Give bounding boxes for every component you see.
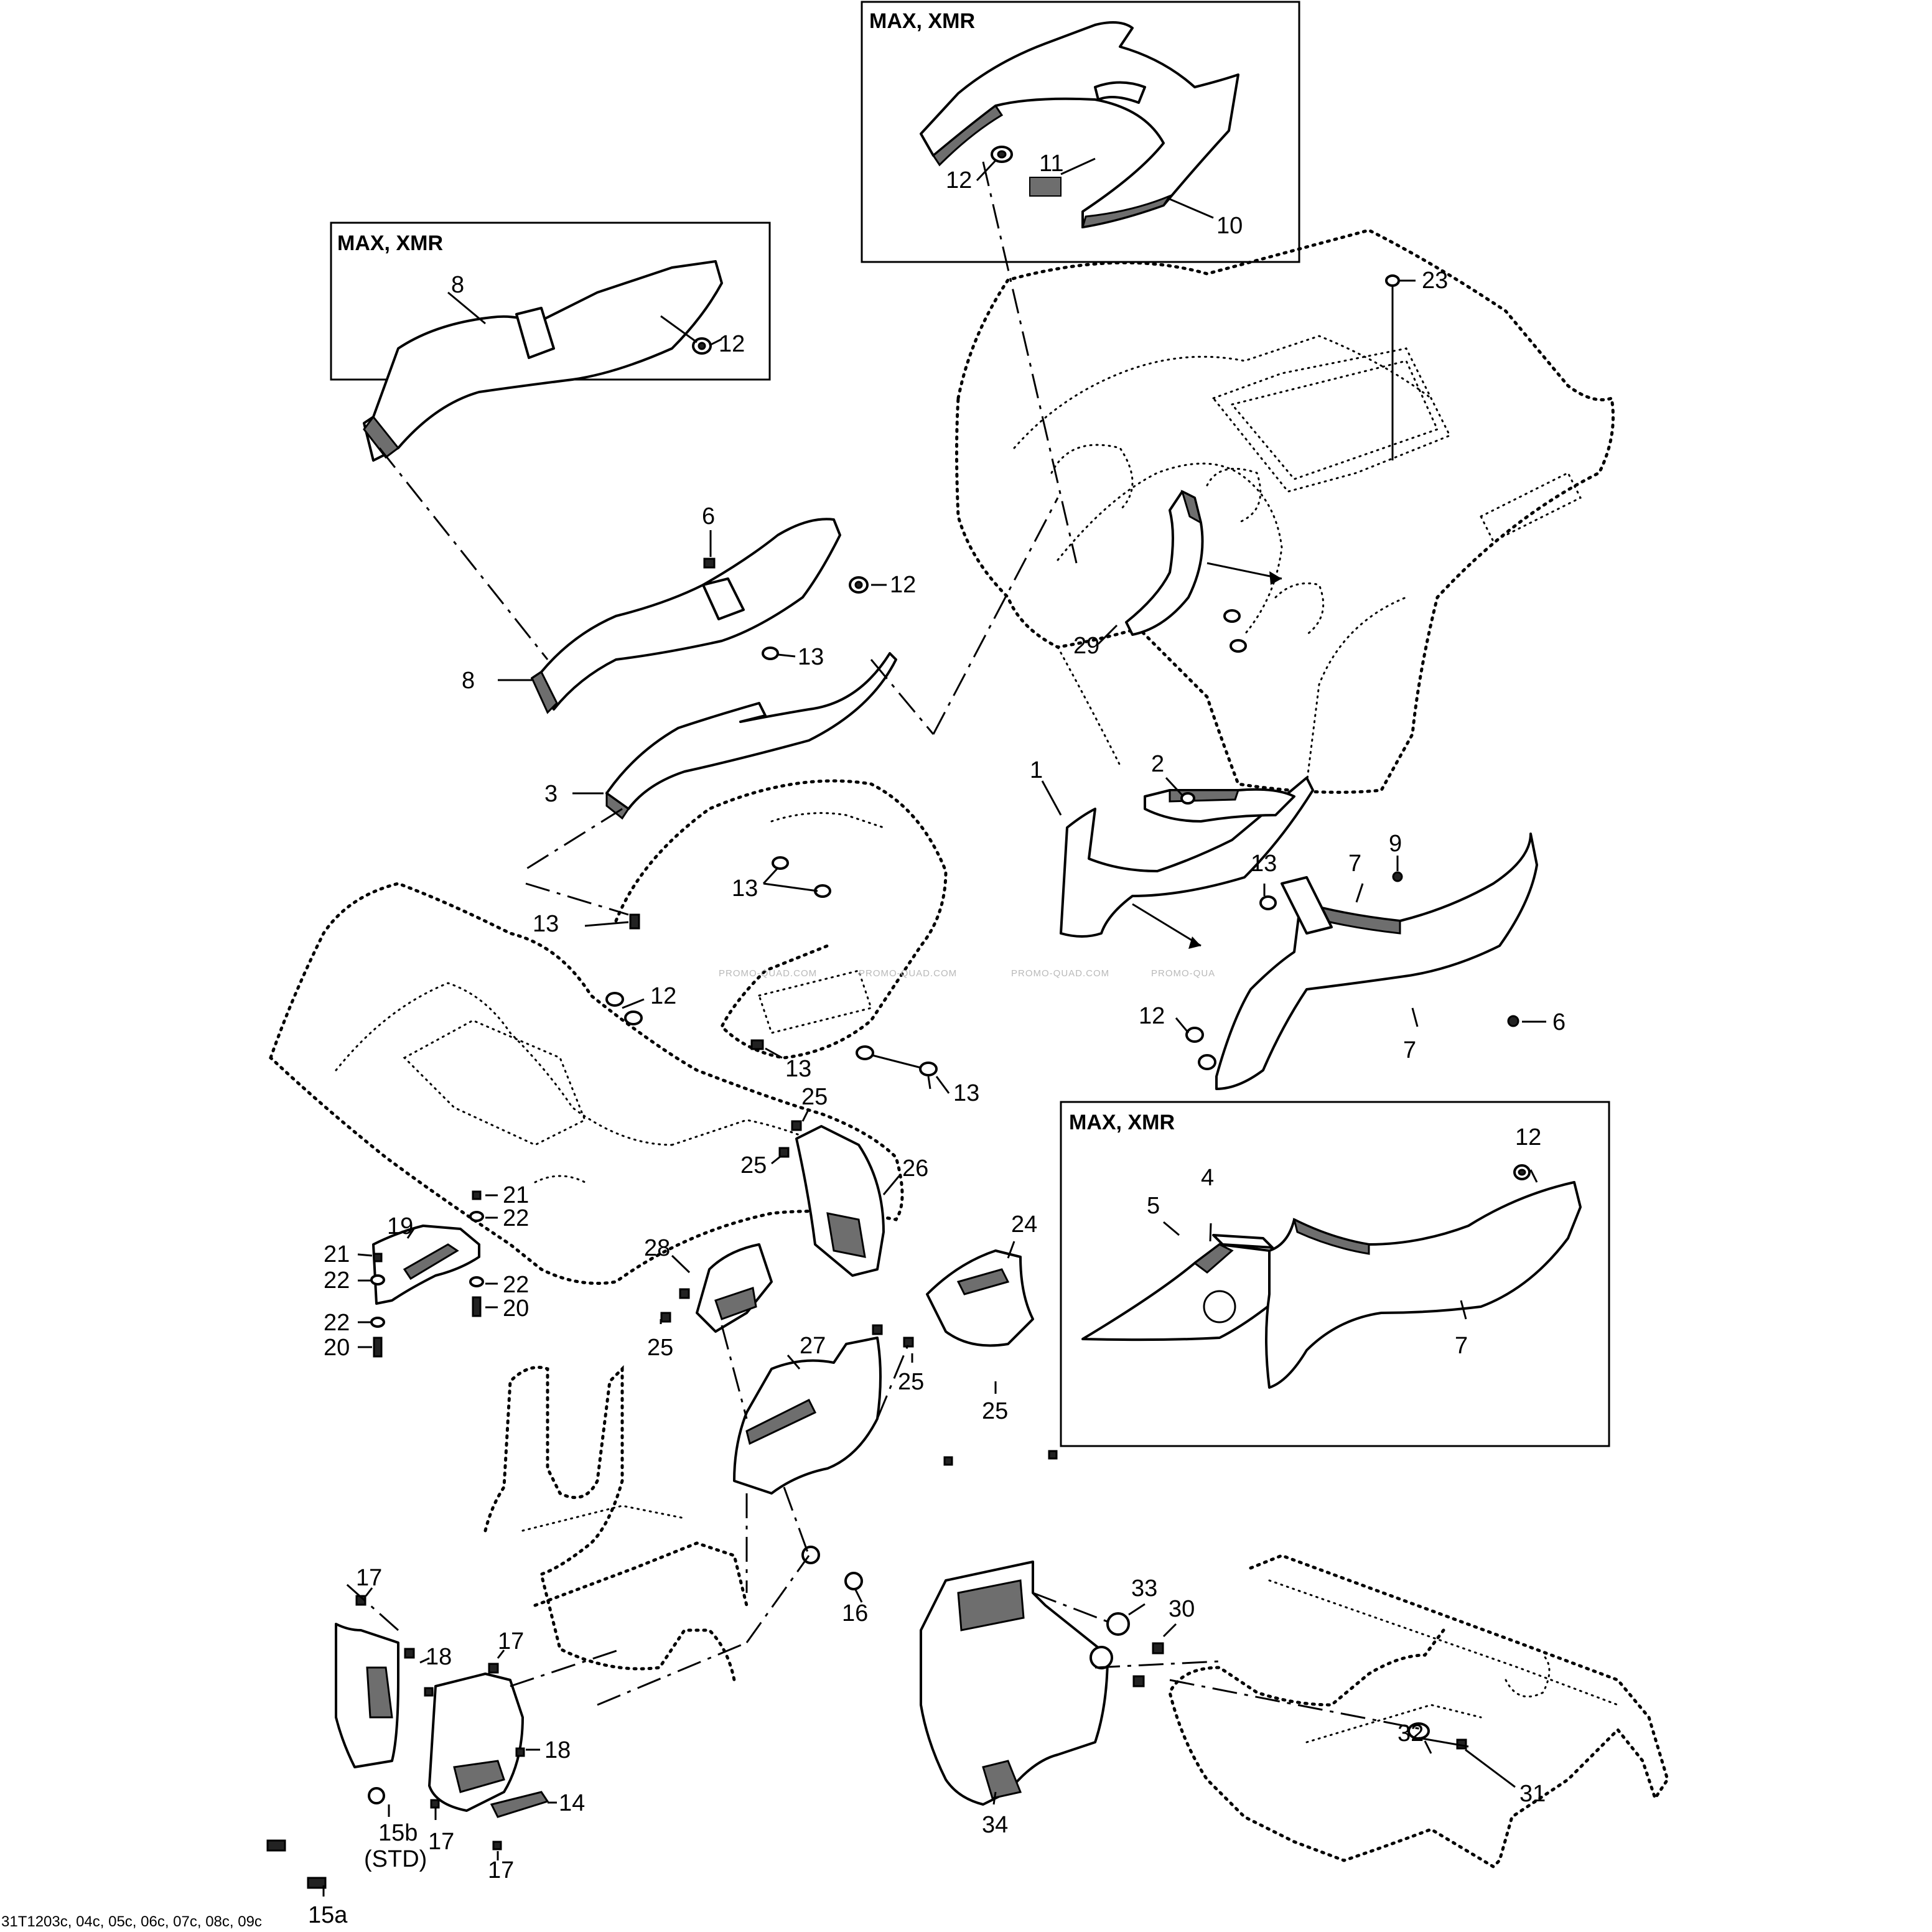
callout-28: 28: [644, 1235, 670, 1261]
callout-25d: 25: [898, 1369, 924, 1395]
inset-top-title: MAX, XMR: [869, 9, 975, 33]
callout-12e: 12: [890, 572, 916, 598]
callout-22c: 22: [324, 1267, 350, 1294]
callout-2: 2: [1151, 751, 1164, 777]
callout-4: 4: [1201, 1165, 1214, 1191]
callout-23: 23: [1422, 268, 1448, 294]
callout-29: 29: [1073, 633, 1099, 659]
callout-12d: 12: [650, 983, 676, 1009]
callout-34: 34: [982, 1812, 1008, 1838]
callout-22b: 22: [503, 1272, 529, 1298]
callout-17d: 17: [488, 1857, 514, 1883]
drawing-reference: 31T1203c, 04c, 05c, 06c, 07c, 08c, 09c: [1, 1913, 262, 1930]
watermark-3: PROMO-QUAD.COM: [1011, 968, 1109, 979]
side-panel-7-main: [1215, 833, 1538, 1090]
side-panel-8: [531, 518, 841, 711]
callout-17a: 17: [356, 1565, 382, 1591]
callout-18b: 18: [544, 1737, 571, 1763]
callout-27: 27: [800, 1333, 826, 1359]
callout-11: 11: [1039, 151, 1063, 177]
callout-9: 9: [1389, 831, 1402, 857]
callout-13b: 13: [533, 911, 559, 937]
side-panel-right: 1 2 13 7 9 12 6 7: [1030, 751, 1566, 1090]
watermark-1: PROMO-QUAD.COM: [719, 968, 817, 979]
callout-19: 19: [387, 1213, 413, 1239]
callout-13e: 13: [798, 644, 824, 670]
callout-17b: 17: [498, 1628, 524, 1654]
phantom-lines: [342, 161, 1426, 1731]
callout-13c: 13: [785, 1056, 811, 1082]
callout-21a: 21: [503, 1182, 529, 1208]
inset-right-title: MAX, XMR: [1069, 1111, 1175, 1134]
callout-21b: 21: [324, 1241, 350, 1267]
callout-15a: 15a: [308, 1902, 348, 1928]
callout-7b: 7: [1403, 1037, 1416, 1063]
rear-rack-part: [920, 21, 1239, 228]
callout-25e: 25: [982, 1398, 1008, 1424]
decal: [1029, 177, 1062, 197]
callout-7a: 7: [1348, 851, 1361, 877]
callout-17c: 17: [428, 1829, 454, 1855]
callout-12b: 12: [719, 331, 745, 357]
callout-26: 26: [902, 1155, 928, 1182]
splash-guard-24: [926, 1249, 1034, 1347]
callout-10: 10: [1216, 213, 1243, 239]
side-panel-5: [1081, 1243, 1279, 1342]
callout-1: 1: [1030, 757, 1043, 783]
bumper-bracket-14: [335, 1623, 399, 1768]
callout-6a: 6: [702, 503, 715, 530]
side-liner-3: [605, 652, 897, 810]
side-liner-1: [1060, 777, 1314, 938]
callout-13d: 13: [953, 1080, 979, 1106]
callout-8a: 8: [451, 272, 464, 298]
watermark-2: PROMO-QUAD.COM: [859, 968, 957, 979]
callout-18a: 18: [426, 1644, 452, 1670]
callout-30: 30: [1169, 1596, 1195, 1622]
callout-15b-std: (STD): [364, 1846, 427, 1872]
watermark-4: PROMO-QUA: [1151, 968, 1215, 979]
callout-16: 16: [842, 1600, 868, 1626]
inset-left: MAX, XMR 8 12: [330, 222, 771, 462]
callout-24: 24: [1011, 1211, 1037, 1238]
splash-guard-28: [696, 1243, 773, 1333]
inset-left-title: MAX, XMR: [337, 231, 443, 255]
callout-14: 14: [559, 1790, 585, 1816]
front-bumper-group: 17 17 18 18 14 17 17 15b (STD) 15a: [266, 1565, 585, 1928]
callout-25c: 25: [647, 1335, 673, 1361]
side-panel-group: 6 12 13 8 3: [462, 503, 916, 820]
callout-6b: 6: [1552, 1009, 1566, 1035]
side-panel-7: [1265, 1181, 1582, 1389]
callout-13a: 13: [732, 875, 758, 902]
callout-31: 31: [1519, 1781, 1546, 1807]
rear-fender: 23 29: [955, 228, 1615, 794]
rear-guard-group: 33 30 34 32 31: [920, 1554, 1669, 1869]
callout-7c: 7: [1455, 1333, 1468, 1359]
callout-22a: 22: [503, 1205, 529, 1231]
callout-25a: 25: [801, 1084, 828, 1110]
side-panel-max: [363, 260, 723, 462]
callout-13f: 13: [1251, 851, 1277, 877]
inset-top: MAX, XMR 12 11 10: [861, 1, 1300, 263]
callout-20b: 20: [324, 1335, 350, 1361]
callout-33: 33: [1131, 1575, 1157, 1602]
splash-guards: 25 25 26 28 25 27 25 24 25: [483, 1084, 1058, 1682]
callout-15b: 15b: [378, 1820, 418, 1846]
callout-3: 3: [544, 781, 558, 807]
callout-25b: 25: [740, 1152, 767, 1178]
callout-12c: 12: [1515, 1124, 1541, 1150]
callout-12: 12: [946, 167, 972, 194]
callout-20a: 20: [503, 1295, 529, 1322]
callout-22d: 22: [324, 1310, 350, 1336]
callout-5: 5: [1147, 1193, 1160, 1219]
front-fender: 13 13 12 13 13 PROMO-QUAD.COM PROMO-QUAD…: [269, 779, 1215, 1285]
splash-guard-26: [795, 1125, 885, 1277]
inset-right: MAX, XMR 5 4 12 7: [1060, 1101, 1610, 1447]
callout-8b: 8: [462, 668, 475, 694]
bracket-group: 21 22 22 20 21 22 22 20 19: [324, 1182, 529, 1361]
callout-12f: 12: [1139, 1003, 1165, 1029]
